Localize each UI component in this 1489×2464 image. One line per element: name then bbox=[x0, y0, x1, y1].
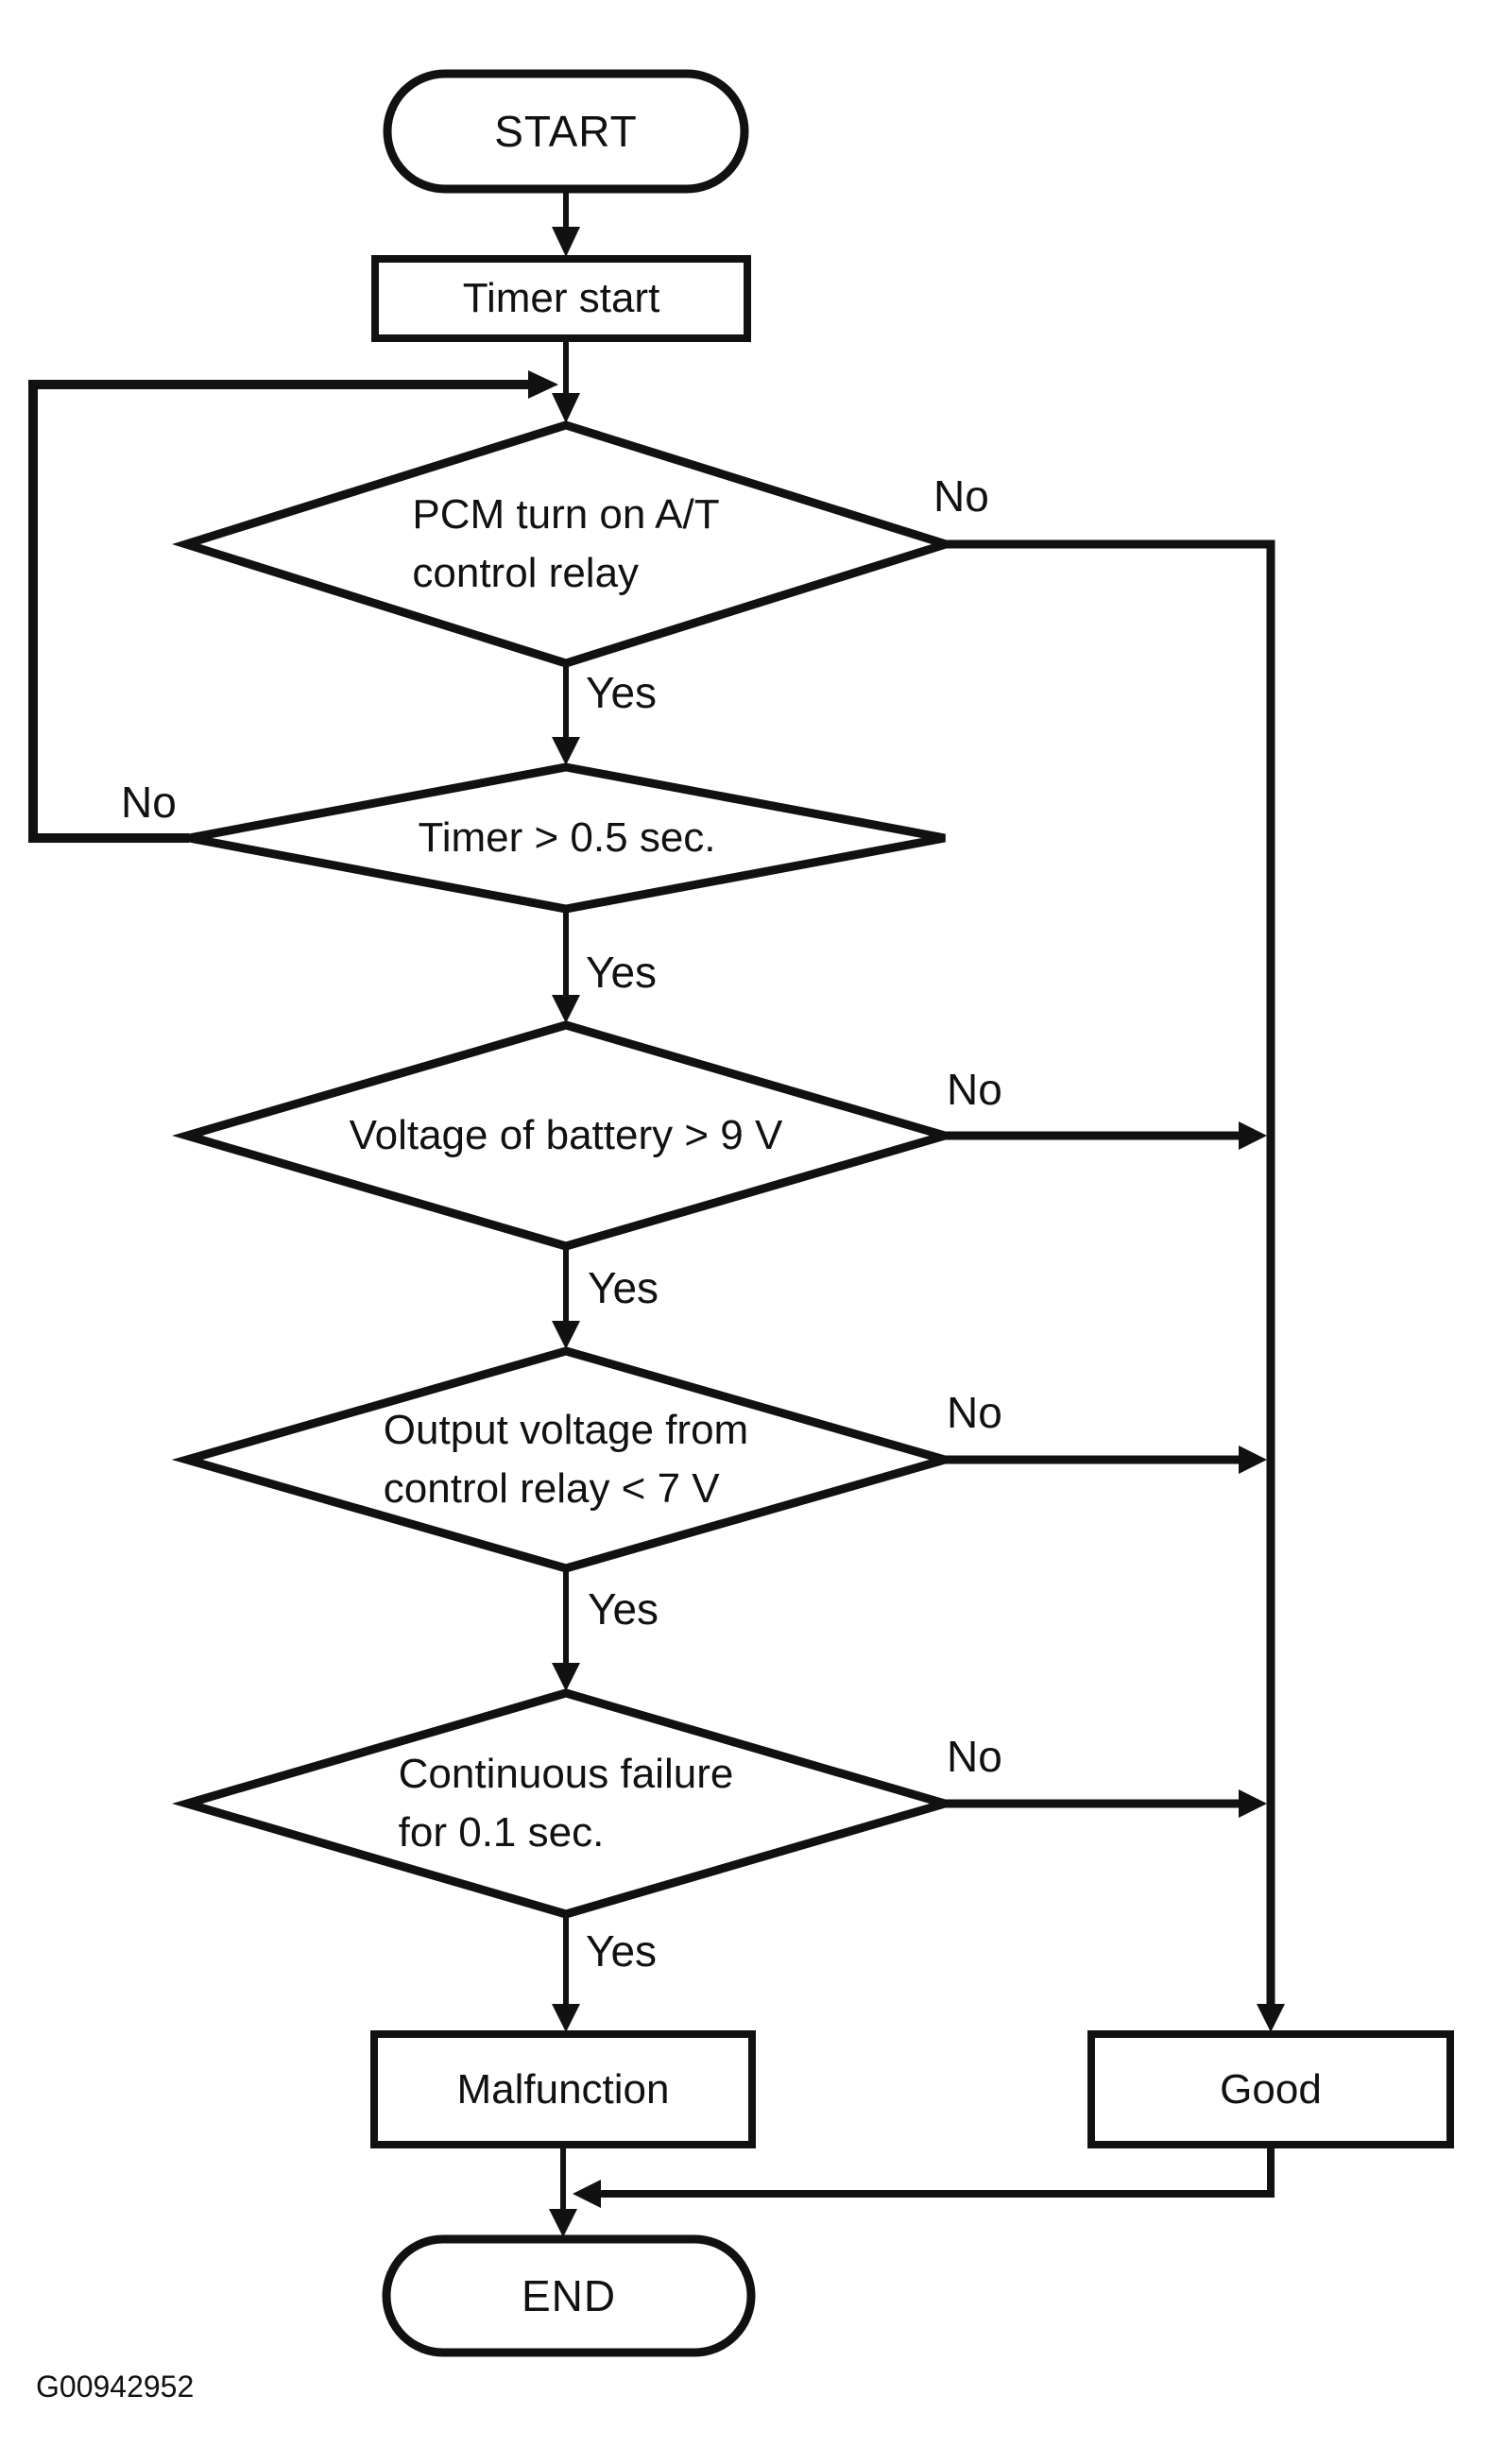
arrowhead-batteryno-into-rail bbox=[1239, 1121, 1267, 1150]
branch-label-battery-no: No bbox=[947, 1065, 1002, 1114]
arrowhead-merge-into-endline bbox=[573, 2180, 601, 2208]
end-terminal-label: END bbox=[521, 2271, 617, 2320]
decision-failure-shape bbox=[171, 1688, 961, 1919]
arrowhead-outputno-into-rail bbox=[1239, 1446, 1267, 1474]
arrowhead-into-failure bbox=[552, 1663, 580, 1691]
decision-failure-line1: Continuous failure bbox=[398, 1751, 734, 1797]
decision-pcm-label: PCM turn on A/T control relay bbox=[186, 425, 946, 663]
decision-output-line1: Output voltage from bbox=[383, 1407, 749, 1453]
decision-failure-line2: for 0.1 sec. bbox=[398, 1809, 605, 1856]
branch-label-pcm-yes: Yes bbox=[586, 668, 658, 717]
malfunction-box-shape bbox=[370, 2030, 756, 2148]
arrowhead-into-end bbox=[549, 2209, 577, 2237]
decision-output-line2: control relay < 7 V bbox=[383, 1465, 720, 1512]
edge-good-merge bbox=[601, 2145, 1275, 2198]
decision-pcm-line2: control relay bbox=[412, 550, 640, 596]
branch-label-timer-no: No bbox=[121, 778, 177, 827]
decision-pcm-line1: PCM turn on A/T bbox=[412, 491, 720, 538]
good-box-shape bbox=[1087, 2030, 1454, 2148]
decision-timer-label: Timer > 0.5 sec. bbox=[418, 814, 716, 861]
node-shapes bbox=[171, 69, 1454, 2357]
arrowhead-into-battery bbox=[552, 995, 580, 1023]
branch-label-output-yes: Yes bbox=[588, 1584, 659, 1634]
arrowhead-into-good bbox=[1257, 2004, 1285, 2032]
start-terminal-shape bbox=[383, 69, 749, 194]
branch-label-failure-no: No bbox=[947, 1732, 1002, 1781]
arrowhead-into-malfunction bbox=[552, 2004, 580, 2032]
connector-lines bbox=[28, 189, 1275, 2211]
arrowhead-failureno-into-rail bbox=[1239, 1789, 1267, 1818]
decision-battery-shape bbox=[171, 1020, 961, 1251]
figure-id-caption: G00942952 bbox=[36, 2370, 195, 2404]
arrowhead-into-timer bbox=[552, 227, 580, 257]
decision-timer-shape bbox=[188, 762, 946, 914]
arrowhead-into-pcm bbox=[552, 393, 580, 423]
decision-pcm-shape bbox=[171, 420, 961, 668]
branch-label-failure-yes: Yes bbox=[586, 1926, 658, 1976]
arrowhead-into-timer05 bbox=[552, 737, 580, 765]
end-terminal-shape bbox=[382, 2234, 756, 2357]
decision-failure-label: Continuous failure for 0.1 sec. bbox=[187, 1693, 945, 1914]
timer-start-box-shape bbox=[371, 255, 751, 342]
decision-output-label: Output voltage from control relay < 7 V bbox=[187, 1351, 945, 1568]
arrowhead-into-output bbox=[552, 1321, 580, 1349]
malfunction-label: Malfunction bbox=[456, 2065, 670, 2113]
decision-battery-label: Voltage of battery > 9 V bbox=[349, 1112, 783, 1158]
branch-label-timer-yes: Yes bbox=[586, 948, 658, 997]
edge-no-rail bbox=[946, 539, 1275, 2006]
branch-label-output-no: No bbox=[947, 1388, 1002, 1437]
branch-label-pcm-no: No bbox=[933, 471, 989, 521]
timer-start-label: Timer start bbox=[462, 275, 660, 321]
arrowheads bbox=[528, 227, 1285, 2237]
arrowhead-loop-into-spine bbox=[528, 370, 558, 399]
good-label: Good bbox=[1220, 2065, 1322, 2113]
decision-output-shape bbox=[171, 1346, 961, 1573]
start-terminal-label: START bbox=[494, 107, 638, 156]
branch-label-battery-yes: Yes bbox=[588, 1263, 659, 1312]
edge-timerno-loop bbox=[28, 380, 530, 843]
